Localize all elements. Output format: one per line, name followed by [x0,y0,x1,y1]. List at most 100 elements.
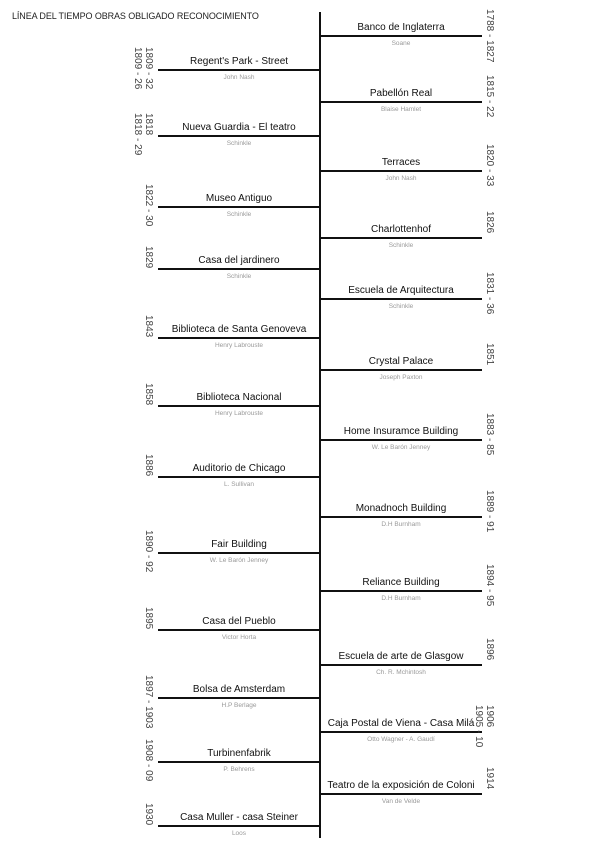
timeline-connector [158,206,320,208]
architect-name: Ch. R. Mchintosh [376,669,426,676]
architect-name: Schinkle [388,303,414,310]
building-name: Escuela de arte de Glasgow [338,651,464,662]
architect-name: D.H Burnham [381,595,421,602]
timeline-connector [320,439,482,441]
architect-name: W. Le Barón Jenney [371,444,431,451]
date-label: 1815 - 22 [484,75,495,118]
timeline-connector [158,761,320,763]
timeline-title: LÍNEA DEL TIEMPO OBRAS OBLIGADO RECONOCI… [12,11,259,21]
date-label: 1906 [484,705,495,728]
architect-name: D.H Burnham [381,521,421,528]
architect-name: Schinkle [226,211,252,218]
building-name: Reliance Building [362,577,440,588]
building-name: Museo Antiguo [205,193,273,204]
date-label: 1897 - 1903 [143,675,154,729]
building-name: Crystal Palace [368,356,434,367]
building-name: Home Insuramce Building [343,426,459,437]
date-label: 1858 [143,383,154,406]
building-name: Banco de Inglaterra [357,22,445,33]
timeline-connector [158,476,320,478]
architect-name: Henry Labrouste [214,342,264,349]
architect-name: Joseph Paxton [379,374,423,381]
timeline-connector [158,405,320,407]
date-label: 1908 - 09 [143,739,154,782]
building-name: Terraces [381,157,421,168]
date-label: 1883 - 85 [484,413,495,456]
timeline-connector [320,516,482,518]
date-label: 1820 - 33 [484,144,495,187]
building-name: Nueva Guardia - El teatro [182,122,296,133]
date-label: 1886 [143,454,154,477]
architect-name: W. Le Barón Jenney [209,557,269,564]
date-label: 1826 [484,211,495,234]
building-name: Charlottenhof [370,224,432,235]
timeline-connector [158,69,320,71]
date-label: 1829 [143,246,154,269]
architect-name: Otto Wagner - A. Gaudí [367,736,435,743]
date-label: 1822 - 30 [143,184,154,227]
timeline-connector [158,135,320,137]
timeline-connector [158,552,320,554]
building-name: Casa Muller - casa Steiner [180,812,298,823]
date-label: 1930 [143,803,154,826]
architect-name: Van de Velde [381,798,421,805]
timeline-connector [158,268,320,270]
timeline-connector [320,793,482,795]
architect-name: Loos [231,830,247,837]
architect-name: Soane [391,40,411,47]
date-label: 1788 - 1827 [484,9,495,63]
date-label: 1809 - 26 [132,47,143,90]
architect-name: Victor Horta [221,634,257,641]
timeline-connector [320,369,482,371]
building-name: Caja Postal de Viena - Casa Milá [327,718,475,729]
architect-name: Blaise Hamlet [380,106,422,113]
architect-name: Schinkle [388,242,414,249]
building-name: Auditorio de Chicago [192,463,286,474]
date-label: 1905 - 10 [473,705,484,748]
building-name: Teatro de la exposición de Coloni [327,780,475,791]
building-name: Biblioteca Nacional [196,392,282,403]
building-name: Monadnoch Building [355,503,447,514]
architect-name: Henry Labrouste [214,410,264,417]
date-label: 1843 [143,315,154,338]
date-label: 1818 [143,113,154,136]
architect-name: L. Sullivan [224,481,254,488]
timeline-connector [158,697,320,699]
timeline-connector [320,170,482,172]
building-name: Casa del Pueblo [202,616,276,627]
timeline-connector [320,101,482,103]
building-name: Escuela de Arquitectura [348,285,454,296]
timeline-connector [320,35,482,37]
timeline-connector [320,731,482,733]
date-label: 1889 - 91 [484,490,495,533]
building-name: Casa del jardinero [198,255,280,266]
building-name: Fair Building [211,539,267,550]
architect-name: P. Behrens [223,766,255,773]
date-label: 1818 - 29 [132,113,143,156]
timeline-connector [320,237,482,239]
date-label: 1851 [484,343,495,366]
date-label: 1809 - 32 [143,47,154,90]
architect-name: Schinkle [226,140,252,147]
timeline-connector [158,825,320,827]
architect-name: John Nash [385,175,417,182]
building-name: Biblioteca de Santa Genoveva [171,324,307,335]
timeline-connector [320,590,482,592]
timeline-connector [320,298,482,300]
architect-name: John Nash [223,74,255,81]
building-name: Pabellón Real [369,88,433,99]
timeline-connector [158,337,320,339]
building-name: Bolsa de Amsterdam [192,684,286,695]
timeline-connector [320,664,482,666]
architect-name: Schinkle [226,273,252,280]
building-name: Regent's Park - Street [189,56,289,67]
timeline-connector [158,629,320,631]
date-label: 1894 - 95 [484,564,495,607]
date-label: 1896 [484,638,495,661]
building-name: Turbinenfabrik [207,748,271,759]
date-label: 1895 [143,607,154,630]
date-label: 1890 - 92 [143,530,154,573]
date-label: 1914 [484,767,495,790]
architect-name: H.P Berlage [221,702,257,709]
timeline-axis [319,12,321,838]
